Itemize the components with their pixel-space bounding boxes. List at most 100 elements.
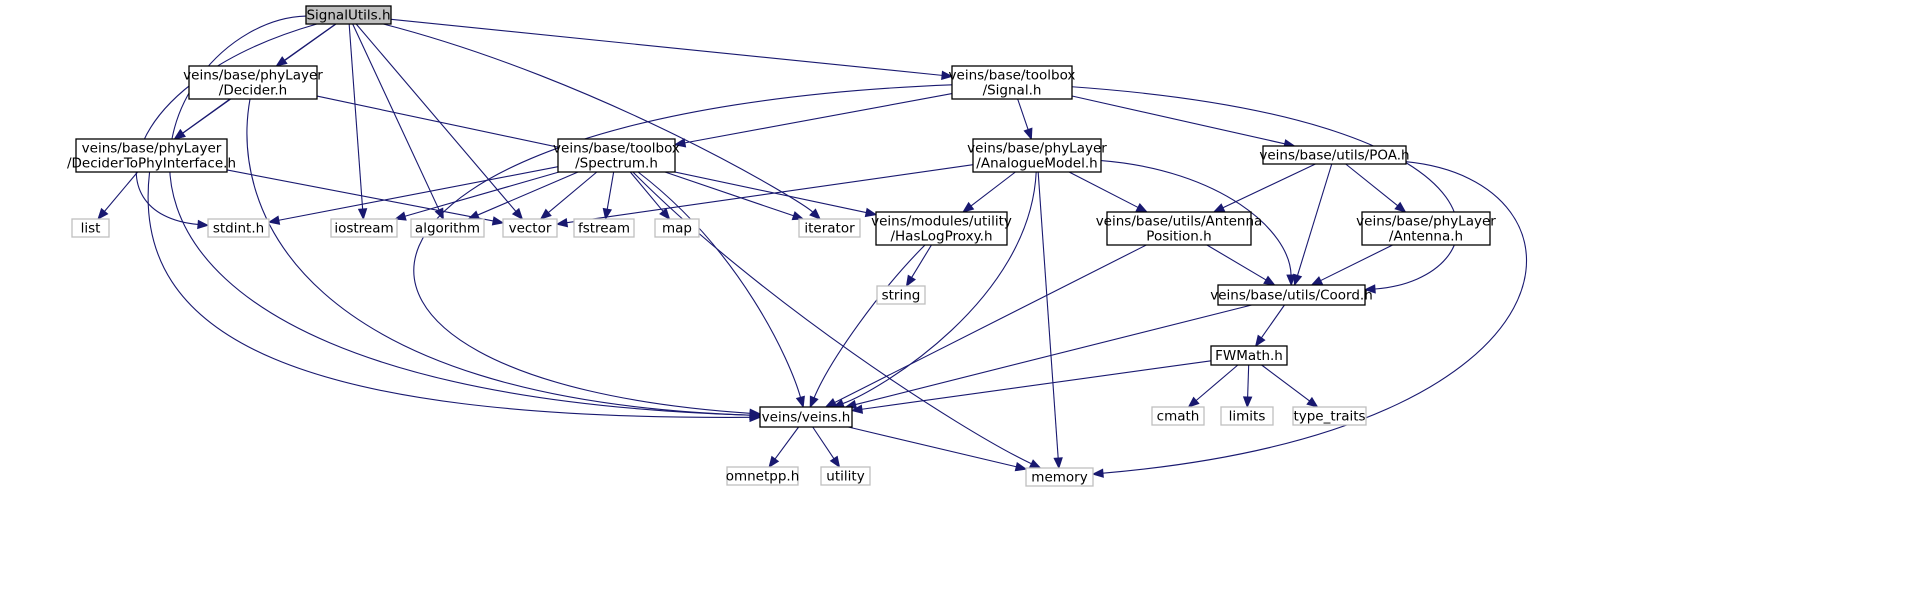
edge-antenna-to-coord: [1320, 244, 1393, 282]
node-iterator: iterator: [798, 218, 861, 238]
node-haslogproxy-box: [875, 211, 1008, 246]
node-antennapos-box: [1106, 211, 1252, 246]
node-omnetpp-label-line: omnetpp.h: [726, 469, 800, 485]
arrowhead-analoguemodel-to-vector: [555, 217, 569, 228]
edge-signalutils-to-vector: [355, 23, 517, 212]
node-limits: limits: [1220, 406, 1274, 426]
node-coord[interactable]: veins/base/utils/Coord.h: [1210, 284, 1373, 306]
node-decider[interactable]: veins/base/phyLayer/Decider.h: [183, 65, 323, 100]
node-decidertophy-label-line: veins/base/phyLayer: [82, 141, 222, 157]
node-iostream-box: [330, 218, 398, 238]
arrowhead-spectrum-to-vector: [539, 208, 552, 220]
node-fwmath-label-line: FWMath.h: [1215, 348, 1283, 364]
node-vector-box: [502, 218, 558, 238]
node-spectrum-label-line: veins/base/toolbox: [553, 141, 680, 157]
node-memory-box: [1025, 467, 1094, 487]
edge-veins-to-memory: [848, 426, 1017, 468]
node-poa[interactable]: veins/base/utils/POA.h: [1259, 145, 1410, 165]
edge-decidertophy-to-veins: [147, 171, 751, 418]
node-antenna-label-line: /Antenna.h: [1389, 229, 1463, 245]
edge-analoguemodel-to-haslogproxy: [970, 171, 1016, 207]
edge-signalutils-to-iostream: [348, 23, 364, 210]
edge-signalutils-to-iterator: [383, 23, 814, 213]
node-haslogproxy-label-line: /HasLogProxy.h: [890, 229, 992, 245]
edge-decidertophy-to-list: [104, 171, 139, 212]
arrowhead-signal-to-analoguemodel: [1023, 127, 1033, 141]
node-stdint-box: [207, 218, 270, 238]
node-algorithm: algorithm: [410, 218, 485, 238]
node-algorithm-box: [410, 218, 485, 238]
node-poa-box: [1262, 145, 1407, 165]
edge-haslogproxy-to-veins: [813, 244, 926, 398]
arrowhead-analoguemodel-to-haslogproxy: [962, 201, 975, 213]
arrowhead-signalutils-to-decider: [275, 56, 288, 67]
edge-poa-to-antenna: [1345, 163, 1399, 207]
edge-decider-to-veins: [246, 98, 751, 416]
node-utility-label-line: utility: [826, 469, 864, 485]
arrowhead-antennapos-to-veins: [824, 398, 838, 408]
node-antennapos-label-line: veins/base/utils/Antenna: [1096, 214, 1263, 230]
node-decidertophy[interactable]: veins/base/phyLayer/DeciderToPhyInterfac…: [67, 138, 236, 173]
node-algorithm-label-line: algorithm: [415, 221, 480, 237]
arrowhead-spectrum-to-stdint: [267, 215, 281, 225]
node-cmath-label-line: cmath: [1157, 409, 1200, 425]
arrowhead-spectrum-to-veins: [795, 395, 805, 409]
arrowhead-signalutils-to-iostream: [357, 208, 368, 221]
node-veins[interactable]: veins/veins.h: [759, 406, 853, 428]
arrowhead-poa-to-memory: [1091, 468, 1104, 478]
node-coord-label-line: veins/base/utils/Coord.h: [1210, 288, 1373, 304]
edge-spectrum-to-vector: [548, 171, 598, 213]
edge-spectrum-to-iostream: [404, 171, 560, 217]
node-spectrum[interactable]: veins/base/toolbox/Spectrum.h: [553, 138, 680, 173]
edge-spectrum-to-map: [629, 171, 664, 212]
node-vector: vector: [502, 218, 558, 238]
arrowhead-poa-to-antenna: [1394, 201, 1407, 213]
node-haslogproxy[interactable]: veins/modules/utility/HasLogProxy.h: [871, 211, 1012, 246]
node-limits-box: [1220, 406, 1274, 426]
node-signal-label-line: /Signal.h: [983, 83, 1042, 99]
node-antenna-label-line: veins/base/phyLayer: [1356, 214, 1496, 230]
edge-spectrum-to-fstream: [606, 171, 615, 210]
node-map: map: [654, 218, 700, 238]
node-typetraits: type_traits: [1292, 406, 1367, 426]
edge-analoguemodel-to-vector: [566, 164, 974, 224]
node-antenna[interactable]: veins/base/phyLayer/Antenna.h: [1356, 211, 1496, 246]
edge-poa-to-antennapos: [1222, 163, 1316, 209]
edge-signal-to-veins: [413, 84, 953, 414]
node-list: list: [71, 218, 110, 238]
edge-analoguemodel-to-memory: [1037, 171, 1059, 459]
arrowhead-spectrum-to-algorithm: [467, 210, 480, 220]
arrowhead-decidertophy-to-vector: [491, 216, 505, 226]
arrowhead-haslogproxy-to-veins: [809, 395, 819, 409]
arrowhead-signal-to-veins: [749, 408, 762, 418]
node-iostream-label-line: iostream: [334, 221, 393, 237]
node-signal-label-line: veins/base/toolbox: [949, 68, 1076, 84]
node-signal[interactable]: veins/base/toolbox/Signal.h: [949, 65, 1076, 100]
edge-decidertophy-to-vector: [226, 169, 494, 222]
edge-spectrum-to-stdint: [278, 166, 559, 221]
node-fwmath[interactable]: FWMath.h: [1210, 345, 1288, 366]
edge-signalutils-to-stdint: [135, 23, 318, 226]
arrowhead-spectrum-to-iterator: [791, 211, 805, 221]
node-map-box: [654, 218, 700, 238]
node-fstream: fstream: [573, 218, 635, 238]
arrowhead-fwmath-to-typetraits: [1306, 396, 1319, 408]
node-decider-box: [188, 65, 318, 100]
edge-signal-to-coord: [1071, 86, 1458, 290]
node-analoguemodel-label-line: /AnalogueModel.h: [976, 156, 1097, 172]
edge-analoguemodel-to-antennapos: [1068, 171, 1139, 208]
node-analoguemodel[interactable]: veins/base/phyLayer/AnalogueModel.h: [967, 138, 1107, 173]
node-signal-box: [951, 65, 1073, 100]
edge-veins-to-omnetpp: [774, 426, 800, 460]
node-veins-label-line: veins/veins.h: [762, 410, 851, 426]
arrowhead-decidertophy-to-list: [97, 207, 109, 221]
arrowhead-haslogproxy-to-string: [905, 274, 916, 288]
arrowhead-analoguemodel-to-antennapos: [1135, 202, 1149, 213]
node-poa-label-line: veins/base/utils/POA.h: [1259, 148, 1409, 164]
edge-signal-to-analoguemodel: [1017, 98, 1029, 130]
node-signalutils[interactable]: SignalUtils.h: [305, 5, 392, 25]
edge-fwmath-to-typetraits: [1261, 364, 1310, 402]
edge-decider-to-decidertophy: [182, 98, 231, 134]
